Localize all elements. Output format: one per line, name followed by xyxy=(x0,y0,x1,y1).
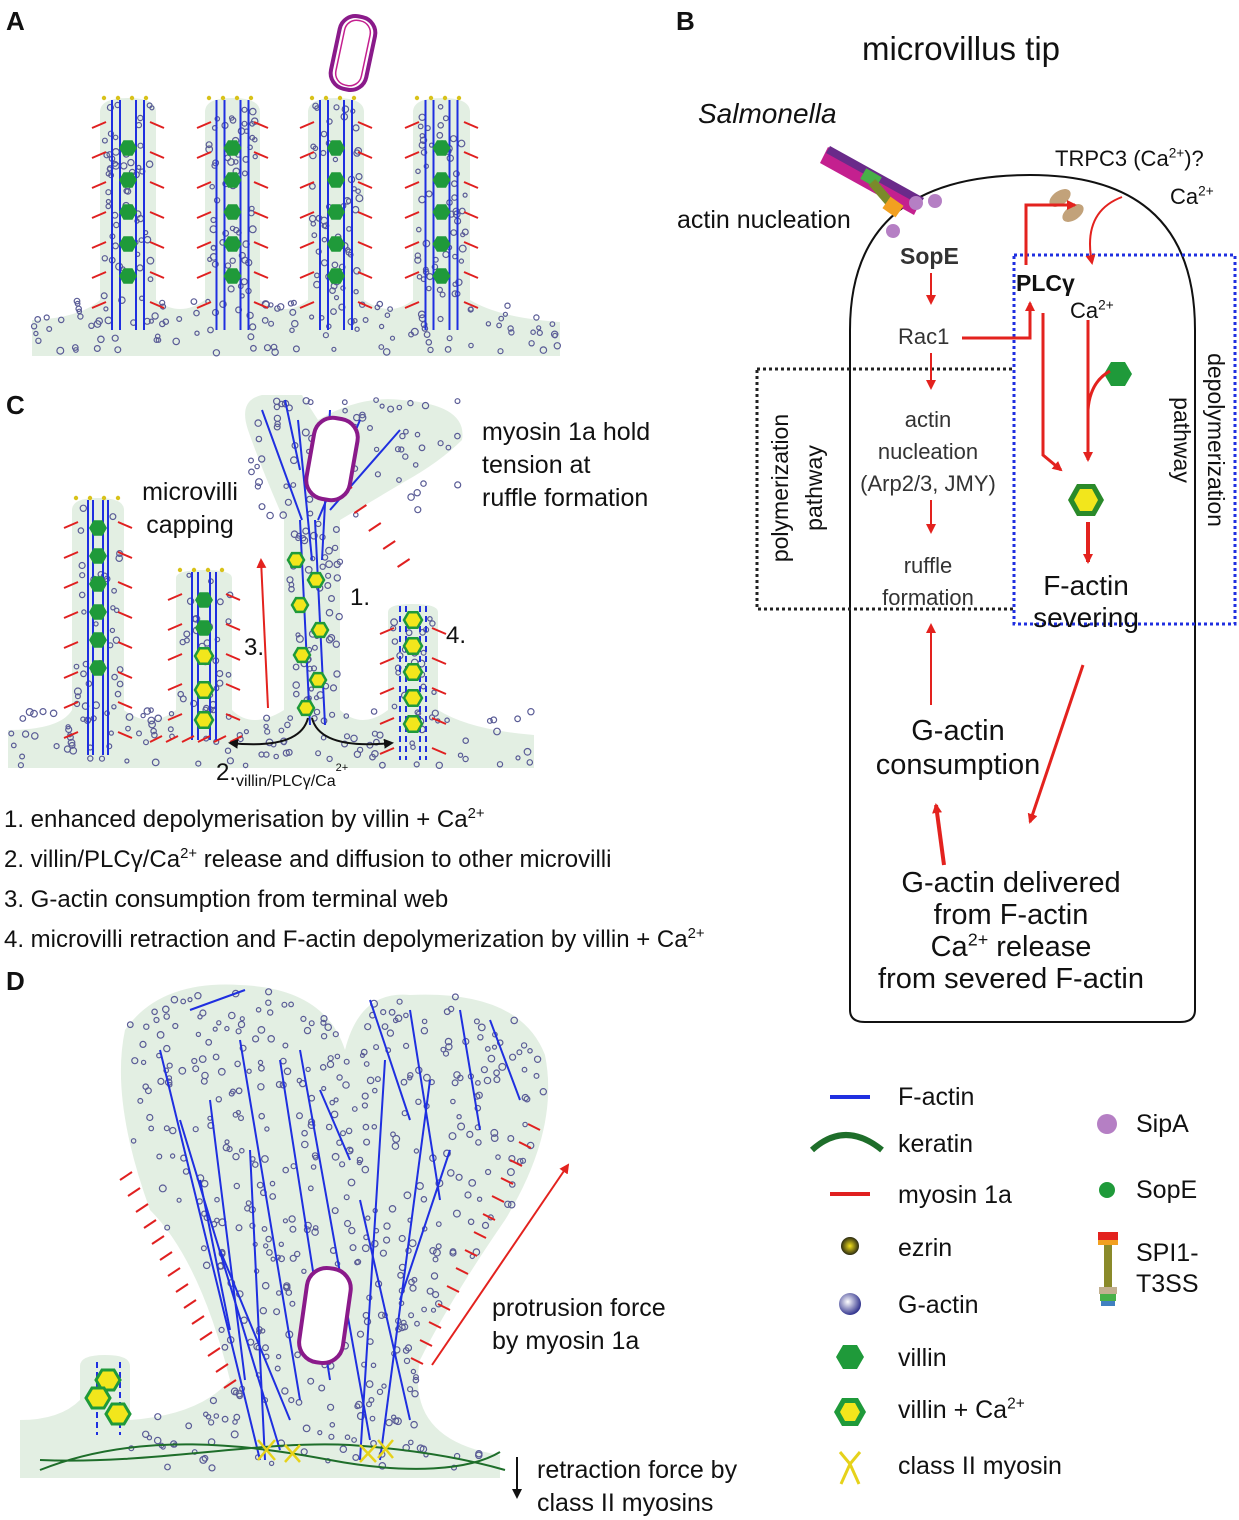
step-1-marker: 1. xyxy=(350,584,371,611)
microvillus-outline xyxy=(849,173,1196,1023)
actin-nucleation-label: actin nucleation xyxy=(677,206,851,234)
legend-sipa-swatch xyxy=(1097,1114,1117,1134)
protrusion-force-label: protrusion force by myosin 1a xyxy=(492,1294,666,1355)
legend-myosin-label: myosin 1a xyxy=(898,1181,1012,1209)
depolymerization-pathway-box xyxy=(1012,253,1237,626)
ruffle-formation-step: ruffle formation xyxy=(882,553,974,610)
panel-a-salmonella xyxy=(328,14,378,92)
legend-villin-ca-label: villin + Ca2+ xyxy=(898,1395,1025,1424)
legend-factin-label: F-actin xyxy=(898,1083,975,1111)
panel-label-a: A xyxy=(6,6,25,36)
capping-arrow xyxy=(256,558,269,709)
panel-d-cytoplasm xyxy=(20,984,549,1478)
legend-symbols xyxy=(809,1095,1118,1485)
legend-t3ss-swatch xyxy=(1098,1232,1118,1306)
legend-keratin-swatch xyxy=(809,1132,884,1153)
legend-gactin-label: G-actin xyxy=(898,1291,979,1319)
panel-d-diagram xyxy=(20,984,570,1499)
legend-ezrin-label: ezrin xyxy=(898,1234,953,1262)
legend-villin-swatch xyxy=(836,1345,864,1369)
trpc3-label: TRPC3 (Ca2+)? xyxy=(1055,145,1204,171)
panel-b-arrows xyxy=(926,196,1123,866)
panel-label-b: B xyxy=(676,6,695,36)
diffusion-arrow-right xyxy=(311,717,394,749)
panel-label-d: D xyxy=(6,966,25,996)
legend-t3ss-label: SPI1- T3SS xyxy=(1136,1239,1199,1298)
sope-label: SopE xyxy=(900,243,959,269)
t3ss-needle xyxy=(868,179,904,218)
legend-class2-label: class II myosin xyxy=(898,1452,1062,1480)
microvilli-capping-label: microvilli capping xyxy=(142,478,238,539)
sipa-dot xyxy=(909,196,923,210)
keratin-filament xyxy=(39,1443,501,1471)
actin-nucleation-step: actin nucleation (Arp2/3, JMY) xyxy=(860,407,996,496)
panel-a-microvilli xyxy=(91,95,479,330)
legend-keratin-label: keratin xyxy=(898,1130,974,1158)
legend-ezrin-swatch xyxy=(841,1237,859,1255)
panel-a-diagram xyxy=(30,14,562,357)
depolymerization-pathway-label: depolymerization pathway xyxy=(1169,353,1229,527)
villin-ca-hexagon xyxy=(1068,484,1104,516)
intracellular-ca-label: Ca2+ xyxy=(1070,297,1114,323)
gactin-delivered-label: G-actin delivered from F-actin Ca2+ rele… xyxy=(878,867,1144,995)
step-3-marker: 3. xyxy=(244,634,265,661)
step-4-marker: 4. xyxy=(446,622,467,649)
diffusion-arrow-left xyxy=(228,717,309,749)
panel-d-g-actin-dots xyxy=(126,988,548,1472)
rac1-label: Rac1 xyxy=(898,324,950,349)
panel-label-c: C xyxy=(6,390,25,420)
legend-sipa-label: SipA xyxy=(1136,1110,1189,1138)
step-list-item-3: 3. G-actin consumption from terminal web xyxy=(4,886,449,913)
keratin-filament xyxy=(39,1443,506,1471)
polymerization-pathway-label: polymerization pathway xyxy=(767,413,827,563)
panel-c-salmonella xyxy=(304,415,360,503)
sipa-dot xyxy=(928,194,942,208)
legend-sope-swatch xyxy=(1099,1182,1115,1198)
villin-hexagon xyxy=(1104,362,1132,386)
panel-c-cytoplasm xyxy=(8,395,534,768)
salmonella-membrane xyxy=(820,146,924,215)
panel-b-title: microvillus tip xyxy=(861,30,1061,67)
factin-severing-label: F-actin severing xyxy=(1033,570,1139,633)
extracellular-ca-label: Ca2+ xyxy=(1170,183,1214,209)
panel-b-diagram xyxy=(755,146,1237,1023)
salmonella-label: Salmonella xyxy=(698,98,837,129)
panel-c-diagram xyxy=(8,395,535,770)
panel-d-salmonella xyxy=(297,1265,353,1366)
panel-c-g-actin-dots xyxy=(8,397,535,770)
sipa-dot xyxy=(886,224,900,238)
legend-villin-ca-swatch xyxy=(834,1398,866,1426)
gactin-consumption-label: G-actin consumption xyxy=(875,715,1041,781)
panel-d-f-actin xyxy=(119,989,541,1461)
legend-class2-swatch xyxy=(838,1451,862,1485)
step-list-item-1: 1. enhanced depolymerisation by villin +… xyxy=(4,806,485,833)
protrusion-arrow xyxy=(431,1163,570,1366)
step-2-marker: 2.villin/PLCγ/Ca2+ xyxy=(216,759,349,790)
polymerization-pathway-box xyxy=(755,367,1016,611)
myosin-tension-label: myosin 1a hold tension at ruffle formati… xyxy=(482,418,651,512)
legend-sope-label: SopE xyxy=(1136,1176,1198,1204)
step-list-item-4: 4. microvilli retraction and F-actin dep… xyxy=(4,926,705,953)
step-list-item-2: 2. villin/PLCγ/Ca2+ release and diffusio… xyxy=(4,846,612,873)
trpc3-channel xyxy=(1049,189,1071,207)
legend-villin-label: villin xyxy=(898,1344,947,1372)
plc-gamma-label: PLCγ xyxy=(1016,270,1075,296)
retraction-force-label: retraction force by class II myosins xyxy=(537,1456,738,1517)
class-ii-myosins xyxy=(257,1439,394,1463)
panel-a-cytoplasm xyxy=(32,98,560,356)
step-list: 1. enhanced depolymerisation by villin +… xyxy=(4,800,705,960)
legend-gactin-swatch xyxy=(839,1293,861,1315)
panel-d-villin-ca xyxy=(84,1362,132,1435)
